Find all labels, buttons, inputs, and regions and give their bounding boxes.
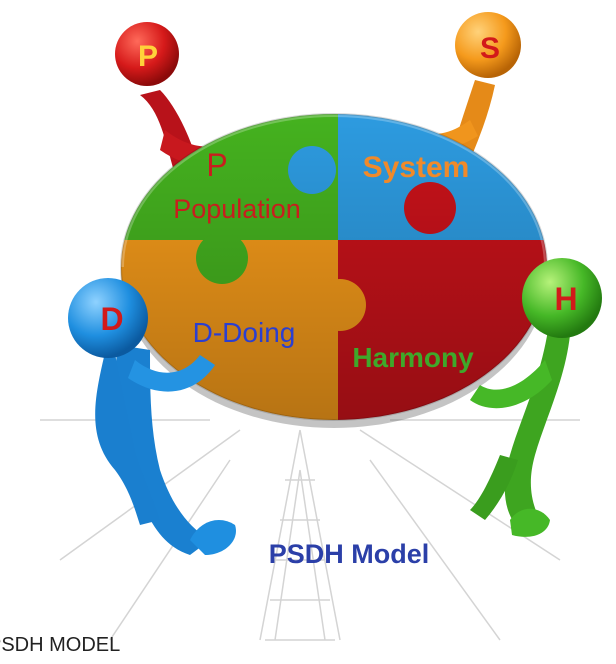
figure-d-head bbox=[68, 278, 148, 358]
harmony-label: Harmony bbox=[352, 342, 474, 373]
system-label: System bbox=[363, 151, 470, 184]
figure-d bbox=[68, 278, 236, 555]
model-title: PSDH Model bbox=[269, 539, 430, 569]
figure-h-head bbox=[522, 258, 602, 338]
population-initial: P bbox=[206, 147, 227, 183]
doing-label: D-Doing bbox=[193, 317, 296, 348]
figure-h-letter: H bbox=[554, 281, 577, 317]
figure-d-letter: D bbox=[100, 301, 123, 337]
figure-s-letter: S bbox=[480, 32, 500, 65]
figure-s-head bbox=[455, 12, 521, 78]
figure-caption: PSDH MODEL bbox=[0, 634, 121, 656]
figure-p-head bbox=[115, 22, 179, 86]
figure-p-letter: P bbox=[138, 40, 158, 73]
population-label: Population bbox=[173, 194, 301, 224]
figure-h bbox=[470, 258, 602, 537]
